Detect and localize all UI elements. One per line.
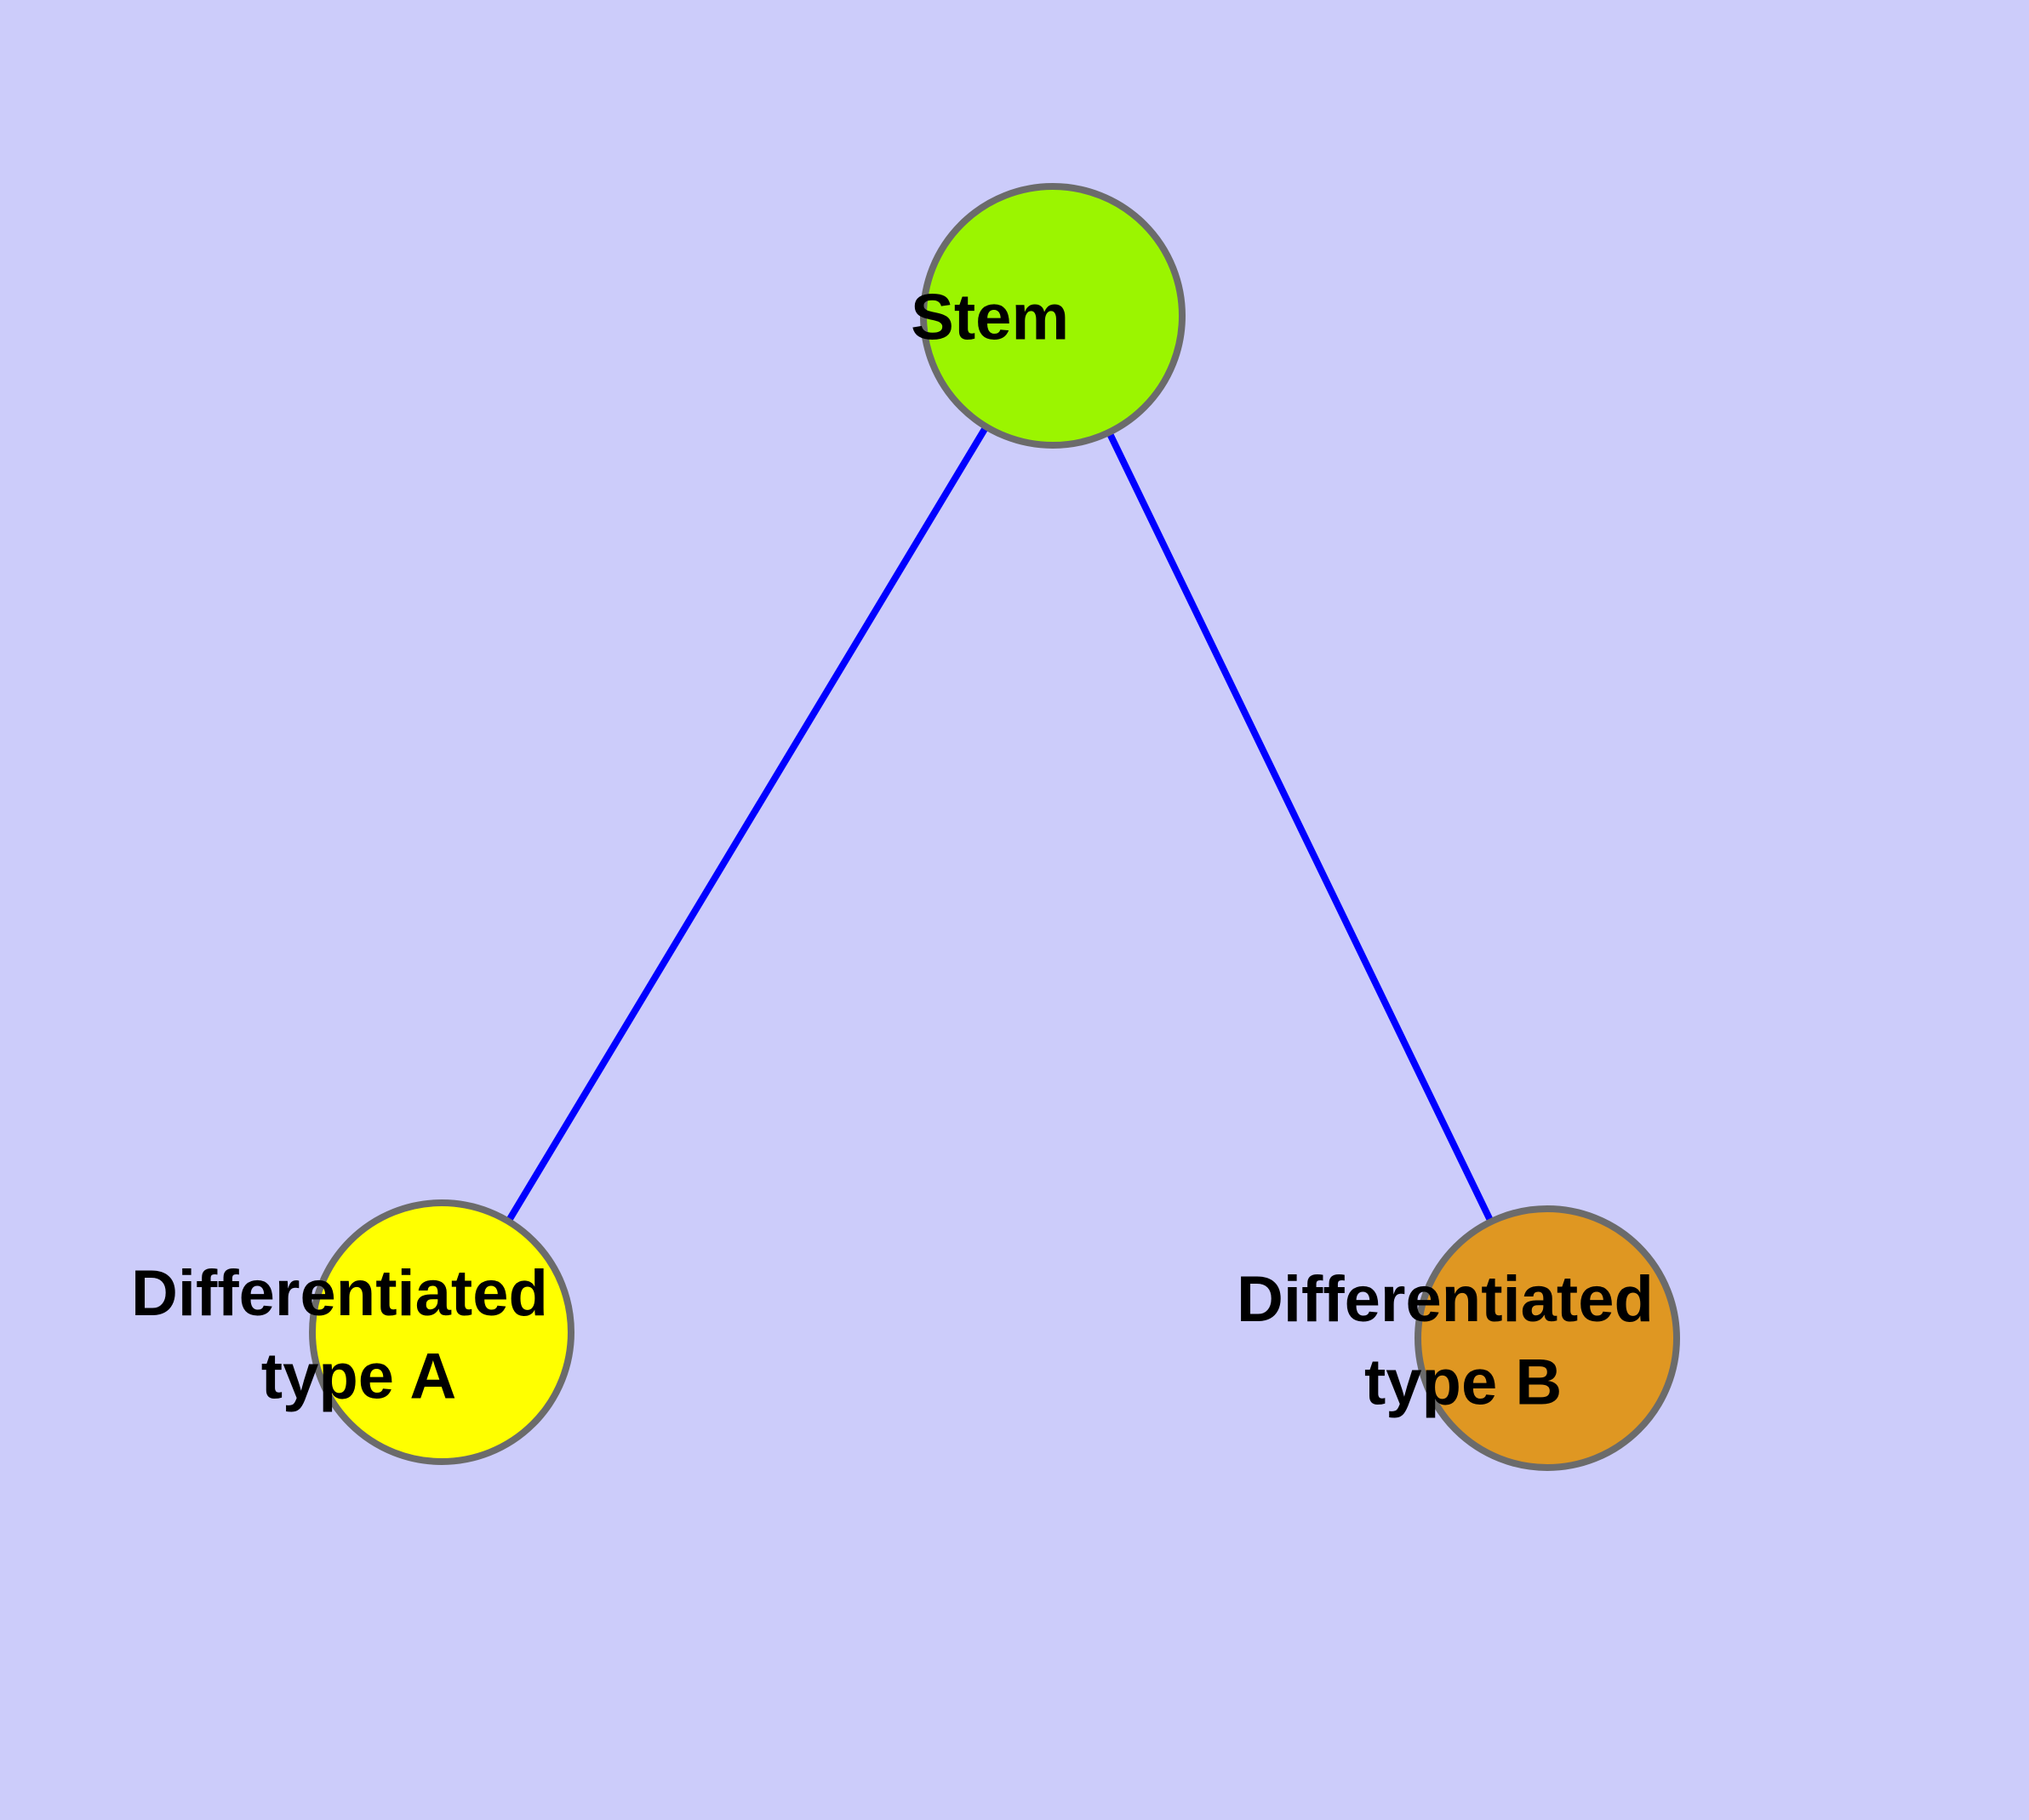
edge-stem-to-type-b[interactable]	[1049, 314, 1551, 1340]
node-layer	[309, 183, 1680, 1471]
node-diff-type-b-circle[interactable]	[1415, 1205, 1680, 1471]
node-diff-type-b-label-line-1: Differentiated	[1237, 1263, 1654, 1336]
node-diff-type-a-label: Differentiated type A	[131, 1257, 710, 1412]
label-layer: Stem Differentiated type A Differentiate…	[131, 258, 1815, 1418]
node-diff-type-b[interactable]	[1415, 1205, 1680, 1471]
node-stem-circle[interactable]	[920, 183, 1186, 449]
node-diff-type-b-label: Differentiated type B	[1237, 1263, 1815, 1418]
node-diff-type-a-circle[interactable]	[309, 1199, 574, 1465]
node-diff-type-a-label-line-1: Differentiated	[131, 1257, 548, 1330]
node-diff-type-b-label-line-2: type B	[1364, 1347, 1562, 1419]
node-stem-label-line-1: Stem	[911, 281, 1069, 353]
node-diff-type-a[interactable]	[309, 1199, 574, 1465]
node-stem[interactable]	[920, 183, 1186, 449]
node-stem-label: Stem	[911, 258, 1195, 353]
node-diff-type-a-label-line-2: type A	[261, 1341, 455, 1413]
edge-stem-to-type-a[interactable]	[438, 313, 1056, 1335]
edge-layer	[438, 313, 1551, 1340]
